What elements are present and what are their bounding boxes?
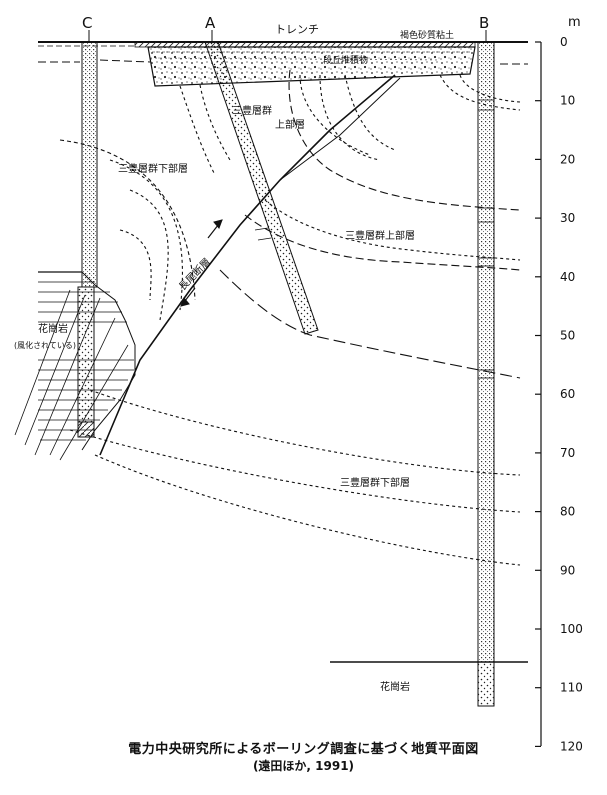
trench-label: トレンチ [275,23,319,36]
depth-tick-label: 110 [560,681,583,695]
borehole-c [77,30,98,438]
depth-tick-label: 30 [560,211,575,225]
depth-tick-label: 40 [560,270,575,284]
depth-tick-label: 50 [560,329,575,343]
depth-tick-label: 100 [560,622,583,636]
depth-axis: 0 10 20 30 40 50 60 70 80 90 100 110 120 m [535,15,583,753]
figure-caption: 電力中央研究所によるボーリング調査に基づく地質平面図 [128,742,479,757]
stratum-boundaries [59,69,521,566]
terrace-label: 段丘堆積物 [323,54,368,66]
upper-group-label-1a: 三豊層群 [232,104,272,117]
depth-tick-label: 80 [560,505,575,519]
depth-tick-label: 70 [560,446,575,460]
depth-tick-label: 60 [560,387,575,401]
depth-ticks: 0 10 20 30 40 50 60 70 80 90 100 110 120 [535,35,583,753]
borehole-b [477,30,495,707]
upper-group-label-1b: 上部層 [275,118,305,131]
depth-unit: m [568,15,581,30]
trench-deposits [134,41,476,87]
depth-tick-label: 20 [560,152,575,166]
borehole-a [204,30,319,335]
figure-source: (遠田ほか, 1991) [252,759,355,773]
top-soil-label: 褐色砂質粘土 [400,29,454,41]
lower-group-label-1: 三豊層群下部層 [118,162,188,175]
granite-left-note: (風化されている) [14,340,76,350]
depth-tick-label: 10 [560,94,575,108]
granite-block-left [14,271,136,461]
depth-tick-label: 90 [560,563,575,577]
depth-tick-label: 0 [560,35,568,49]
borehole-b-label: B [479,14,489,32]
fault-line [99,74,401,456]
borehole-c-label: C [82,14,92,32]
upper-group-label-2: 三豊層群上部層 [345,229,415,242]
granite-left-label: 花崗岩 [38,322,68,335]
borehole-a-label: A [205,14,216,32]
depth-tick-label: 120 [560,739,583,753]
lower-group-label-2: 三豊層群下部層 [340,476,410,489]
granite-right-label: 花崗岩 [380,680,410,693]
